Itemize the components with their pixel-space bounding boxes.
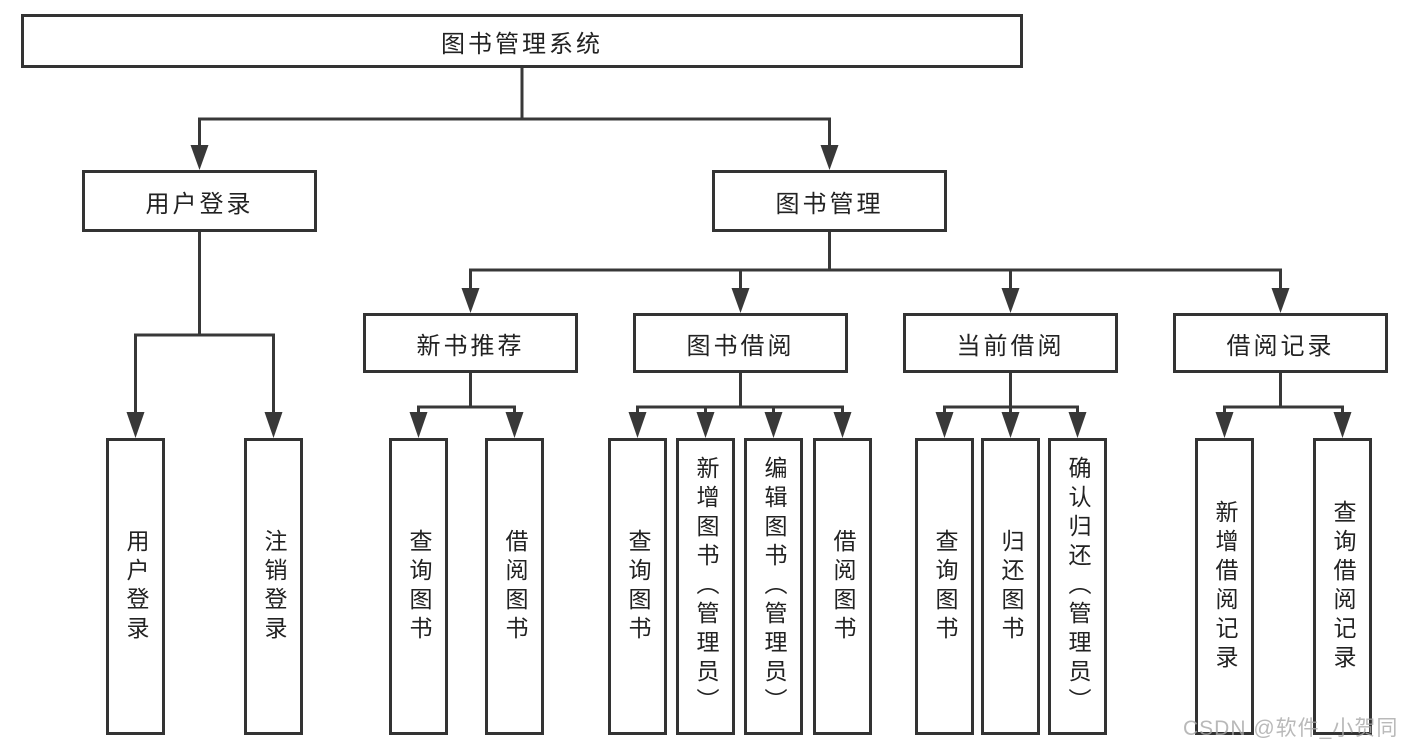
- leaf-borrow-books: 借阅图书: [813, 438, 872, 735]
- leaf-confirm-return-admin: 确认归还（管理员）: [1048, 438, 1107, 735]
- node-user-login: 用户登录: [82, 170, 317, 232]
- leaf-add-books-admin: 新增图书（管理员）: [676, 438, 735, 735]
- node-book-borrowing: 图书借阅: [633, 313, 848, 373]
- node-library-management-system: 图书管理系统: [21, 14, 1023, 68]
- leaf-return-books: 归还图书: [981, 438, 1040, 735]
- leaf-query-books-borrowing: 查询图书: [608, 438, 667, 735]
- node-book-management: 图书管理: [712, 170, 947, 232]
- connector-borrowing-records-to-leaves: [1215, 371, 1352, 438]
- connector-book-borrowing-to-leaves: [628, 371, 852, 438]
- leaf-query-books-recommend: 查询图书: [389, 438, 448, 735]
- connector-current-borrowing-to-leaves: [935, 371, 1087, 438]
- leaf-borrow-books-recommend: 借阅图书: [485, 438, 544, 735]
- node-current-borrowing: 当前借阅: [903, 313, 1118, 373]
- leaf-logout: 注销登录: [244, 438, 303, 735]
- leaf-query-books-current: 查询图书: [915, 438, 974, 735]
- connector-book-management-to-level3: [461, 230, 1290, 313]
- leaf-add-borrow-record: 新增借阅记录: [1195, 438, 1254, 735]
- connector-new-book-recommend-to-leaves: [409, 371, 524, 438]
- csdn-watermark: CSDN @软件_小贺同学: [1183, 717, 1399, 740]
- leaf-user-login: 用户登录: [106, 438, 165, 735]
- node-borrowing-records: 借阅记录: [1173, 313, 1388, 373]
- node-new-book-recommend: 新书推荐: [363, 313, 578, 373]
- leaf-query-borrow-record: 查询借阅记录: [1313, 438, 1372, 735]
- connector-user-login-to-leaves: [126, 230, 283, 438]
- connector-root-to-level2: [190, 66, 839, 170]
- leaf-edit-books-admin: 编辑图书（管理员）: [744, 438, 803, 735]
